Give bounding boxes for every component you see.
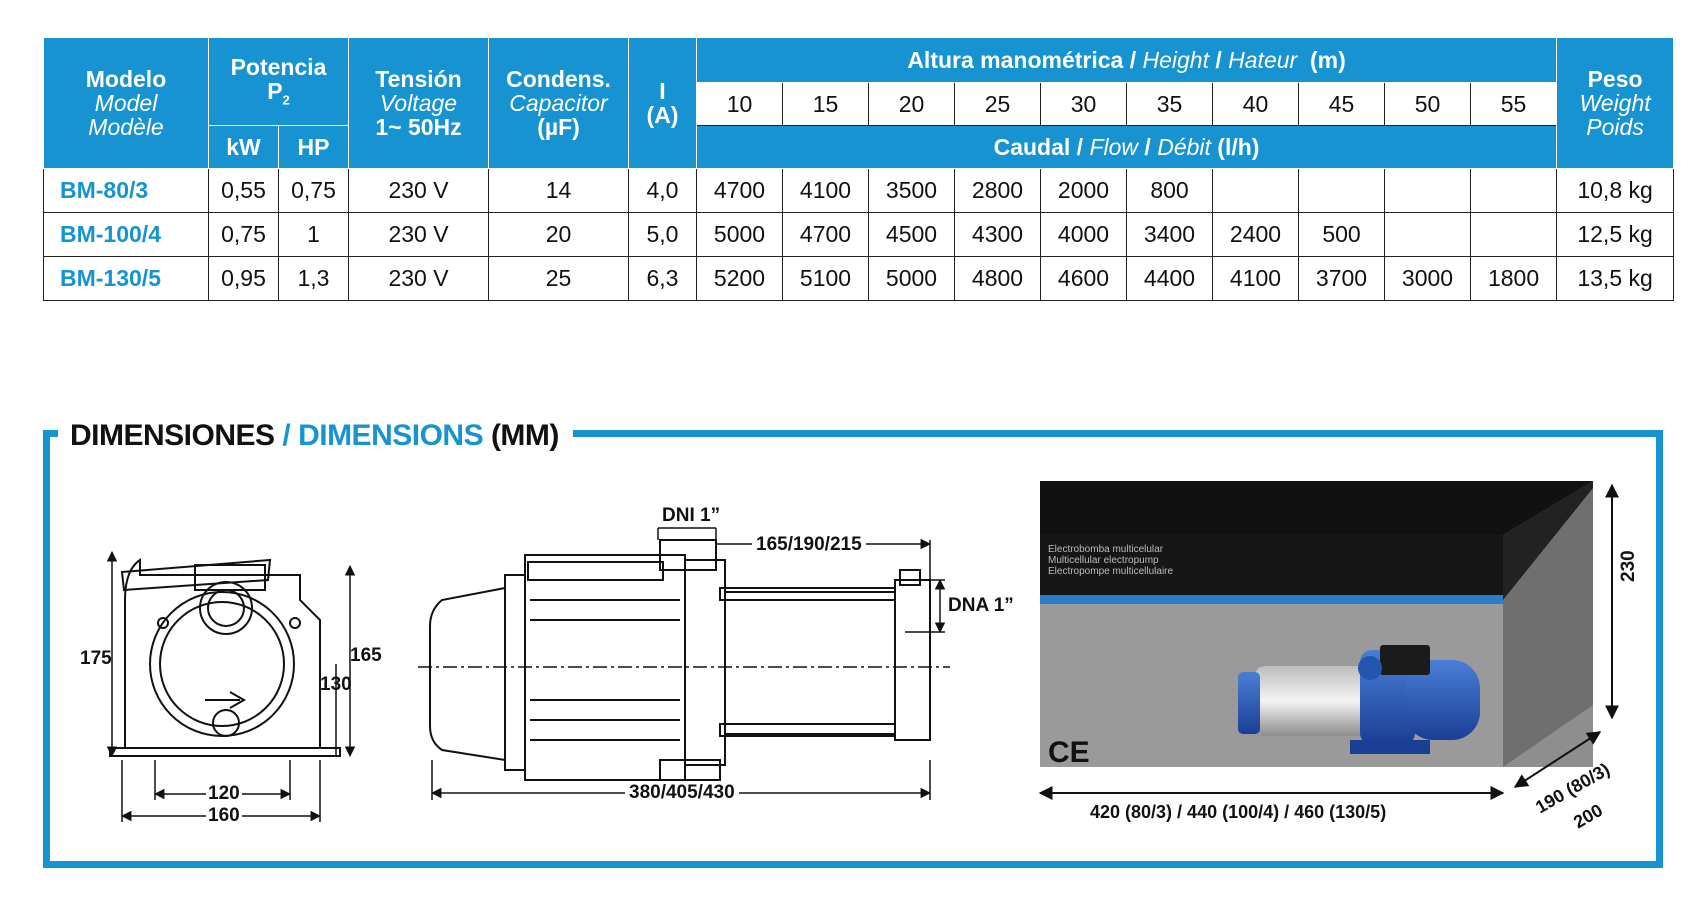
height-header-cell: 50 bbox=[1384, 82, 1471, 126]
side-offset-label: 165/190/215 bbox=[752, 534, 866, 556]
box-length-label: 420 (80/3) / 440 (100/4) / 460 (130/5) bbox=[1090, 802, 1387, 822]
col-header-capacitor: Condens. Capacitor (µF) bbox=[488, 37, 629, 169]
weight-cell: 10,8 kg bbox=[1556, 168, 1675, 213]
height-header-cell: 25 bbox=[954, 82, 1041, 126]
front-height-outlet-label: 165 bbox=[350, 645, 382, 666]
side-dna-label: DNA 1” bbox=[948, 595, 1014, 616]
flow-cell: 5200 bbox=[696, 256, 783, 301]
hp-cell: 1 bbox=[278, 212, 349, 257]
capacitor-cell: 14 bbox=[488, 168, 629, 213]
box-caption-line: Multicellular electropump bbox=[1048, 555, 1159, 566]
spec-table: Modelo Model Modèle Potencia P2 Tensión … bbox=[43, 37, 1675, 301]
flow-cell bbox=[1469, 212, 1558, 257]
flow-cell: 4400 bbox=[1126, 256, 1213, 301]
ce-mark: CE bbox=[1048, 736, 1090, 769]
flow-cell: 4700 bbox=[782, 212, 869, 257]
height-header-cell: 30 bbox=[1040, 82, 1127, 126]
flow-cell: 5100 bbox=[782, 256, 869, 301]
hp-cell: 0,75 bbox=[278, 168, 349, 213]
front-width-total-label: 160 bbox=[206, 805, 242, 827]
kw-cell: 0,95 bbox=[208, 256, 279, 301]
flow-cell: 4800 bbox=[954, 256, 1041, 301]
flow-cell: 4100 bbox=[1212, 256, 1299, 301]
col-header-power: Potencia P2 bbox=[208, 37, 349, 126]
dimensions-frame bbox=[43, 430, 1663, 868]
kw-cell: 0,55 bbox=[208, 168, 279, 213]
capacitor-cell: 20 bbox=[488, 212, 629, 257]
flow-cell bbox=[1212, 168, 1299, 213]
col-header-voltage: Tensión Voltage 1~ 50Hz bbox=[348, 37, 489, 169]
flow-cell: 5000 bbox=[696, 212, 783, 257]
col-header-current: I (A) bbox=[628, 37, 697, 169]
pump-photo bbox=[1238, 645, 1480, 754]
height-header-cell: 40 bbox=[1212, 82, 1299, 126]
voltage-cell: 230 V bbox=[348, 212, 489, 257]
pump-front-view bbox=[109, 558, 341, 757]
flow-cell: 4000 bbox=[1040, 212, 1127, 257]
pump-side-view bbox=[429, 539, 931, 781]
box-dimension-lines bbox=[1038, 483, 1619, 800]
flow-cell: 4700 bbox=[696, 168, 783, 213]
front-height-total-label: 175 bbox=[80, 648, 112, 669]
voltage-cell: 230 V bbox=[348, 168, 489, 213]
weight-cell: 12,5 kg bbox=[1556, 212, 1675, 257]
box-caption-line: Electrobomba multicelular bbox=[1048, 544, 1164, 555]
col-header-weight: Peso Weight Poids bbox=[1556, 37, 1675, 169]
weight-cell: 13,5 kg bbox=[1556, 256, 1675, 301]
flow-cell: 4600 bbox=[1040, 256, 1127, 301]
flow-cell bbox=[1384, 212, 1471, 257]
capacitor-cell: 25 bbox=[488, 256, 629, 301]
col-header-height: Altura manométrica / Height / Hateur (m) bbox=[695, 37, 1558, 83]
flow-cell: 1800 bbox=[1469, 256, 1558, 301]
flow-cell: 5000 bbox=[868, 256, 955, 301]
col-header-model: Modelo Model Modèle bbox=[43, 37, 209, 169]
box-caption: Electrobomba multicelular Multicellular … bbox=[1048, 544, 1173, 577]
flow-cell: 2000 bbox=[1040, 168, 1127, 213]
flow-cell bbox=[1298, 168, 1385, 213]
box-height-label: 230 bbox=[1618, 550, 1639, 582]
height-header-cell: 10 bbox=[696, 82, 783, 126]
box-caption-line: Electropompe multicellulaire bbox=[1048, 566, 1173, 577]
current-cell: 6,3 bbox=[628, 256, 697, 301]
dimensions-title: DIMENSIONES / DIMENSIONS (MM) bbox=[58, 414, 573, 458]
front-height-inner-label: 130 bbox=[320, 674, 352, 695]
height-header-cell: 35 bbox=[1126, 82, 1213, 126]
side-dni-label: DNI 1” bbox=[662, 505, 721, 526]
kw-cell: 0,75 bbox=[208, 212, 279, 257]
hp-cell: 1,3 bbox=[278, 256, 349, 301]
height-header-cell: 45 bbox=[1298, 82, 1385, 126]
col-header-flow: Caudal / Flow / Débit (l/h) bbox=[695, 125, 1558, 169]
col-header-kw: kW bbox=[208, 125, 279, 169]
flow-cell: 800 bbox=[1126, 168, 1213, 213]
voltage-cell: 230 V bbox=[348, 256, 489, 301]
side-length-label: 380/405/430 bbox=[625, 782, 739, 804]
flow-cell: 3700 bbox=[1298, 256, 1385, 301]
flow-cell: 3000 bbox=[1384, 256, 1471, 301]
front-width-inner-label: 120 bbox=[206, 783, 242, 805]
